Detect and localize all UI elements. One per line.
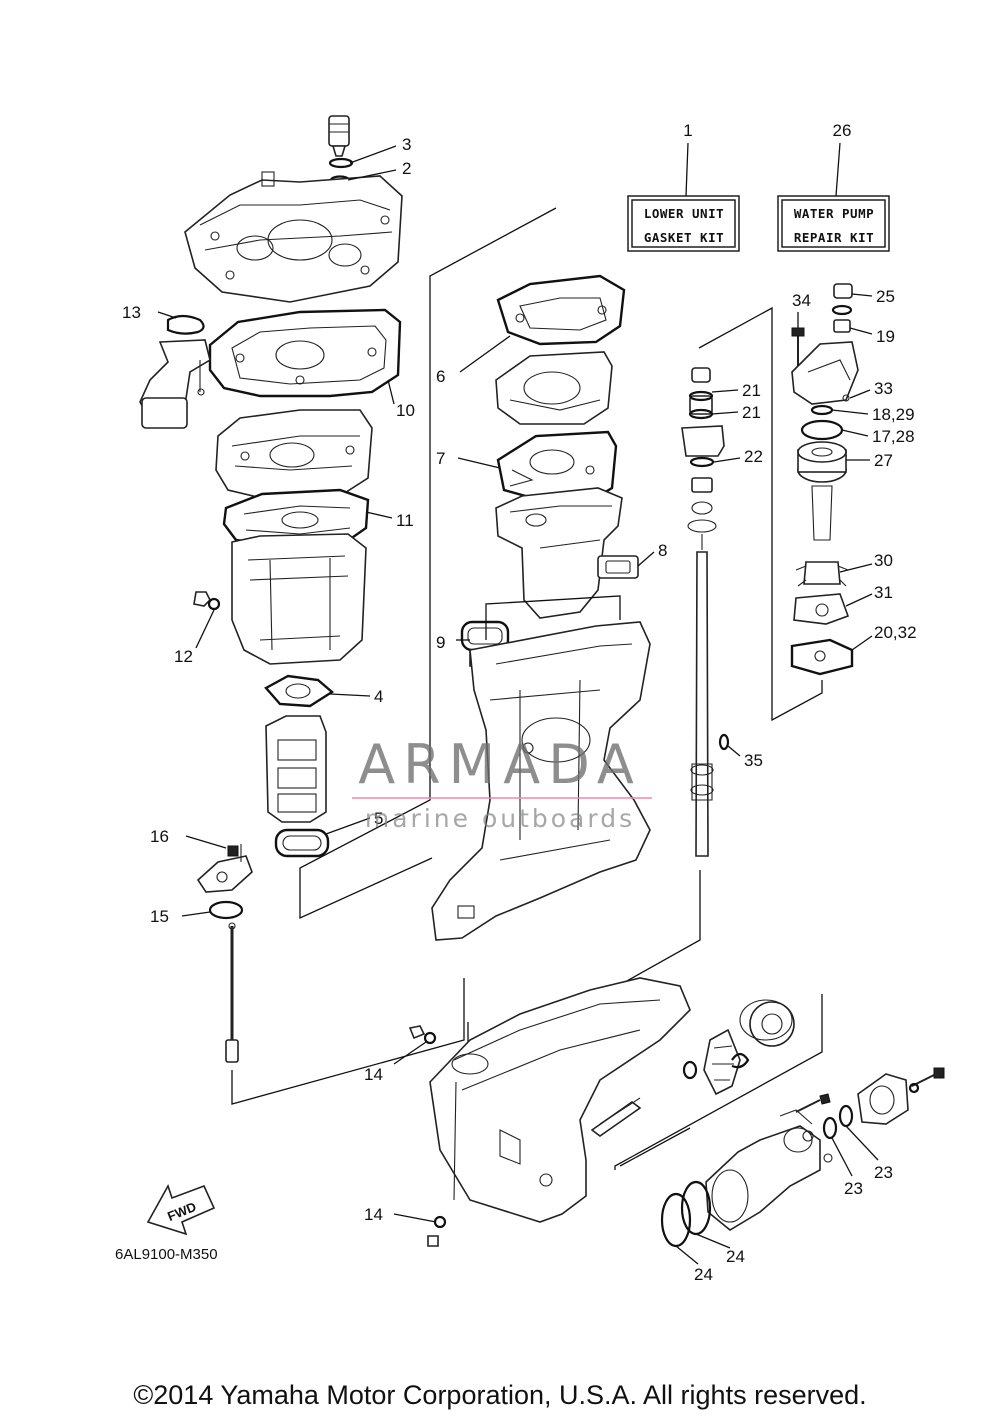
kit-line-1: WATER PUMP (794, 206, 874, 221)
callout: 9 (436, 633, 445, 652)
callout: 2 (402, 159, 411, 178)
cover-16 (196, 844, 253, 893)
exhaust-seal-5 (274, 828, 330, 858)
diagram-reference-code: 6AL9100-M350 (115, 1246, 218, 1263)
callout: 26 (833, 121, 852, 140)
callout: 19 (876, 327, 895, 346)
watermark-brand: ARMADA (358, 733, 642, 796)
exhaust-muffler (265, 715, 327, 823)
kit-box-lower-unit: LOWER UNIT GASKET KIT (627, 195, 740, 252)
clip-35 (718, 733, 730, 751)
callout: 14 (364, 1205, 383, 1224)
callout: 34 (792, 291, 811, 310)
kit-line-2: REPAIR KIT (794, 230, 874, 245)
assembly-frames (231, 207, 823, 1170)
o-ring-3 (328, 157, 354, 169)
kit-line-1: LOWER UNIT (644, 206, 724, 221)
callout: 10 (396, 401, 415, 420)
gearcase (429, 977, 691, 1223)
callout: 11 (396, 511, 414, 530)
callout: 4 (374, 687, 383, 706)
bracket-9 (485, 595, 621, 640)
gasket-10 (208, 308, 402, 398)
callout: 6 (436, 367, 445, 386)
leader-lines (157, 145, 879, 1265)
callout: 21 (742, 403, 761, 422)
fwd-arrow-icon: FWD (146, 1184, 216, 1236)
callout: 1 (683, 121, 692, 140)
o-ring-24b (680, 1180, 712, 1236)
damper-8 (597, 555, 639, 579)
callout: 33 (874, 379, 893, 398)
oil-seal-23a (822, 1116, 838, 1140)
water-screw-14a (408, 1025, 437, 1045)
callout: 15 (150, 907, 169, 926)
upper-case (495, 487, 623, 619)
gasket-7 (496, 430, 618, 502)
water-pump (790, 283, 859, 676)
callout: 31 (874, 583, 893, 602)
callout: 5 (374, 809, 383, 828)
oil-seal-23b (838, 1104, 854, 1128)
oil-strainer (139, 314, 211, 429)
exhaust-plate (495, 351, 613, 425)
drive-shaft (681, 367, 725, 857)
callout: 18,29 (872, 405, 915, 424)
gasket-11 (222, 488, 370, 548)
callout: 23 (844, 1179, 863, 1198)
driveshaft-housing (431, 621, 651, 941)
callout: 23 (874, 1163, 893, 1182)
exhaust-guide (215, 409, 373, 501)
callout: 17,28 (872, 427, 915, 446)
o-ring-24a (660, 1192, 692, 1248)
water-tube (225, 922, 239, 1063)
drain-bolt-12 (193, 591, 221, 611)
callout-numbers: 1 26 3 2 13 6 10 7 11 8 9 12 4 5 16 15 3… (122, 121, 917, 1284)
callout: 13 (122, 303, 141, 322)
callout: 21 (742, 381, 761, 400)
callout: 14 (364, 1065, 383, 1084)
gasket-6 (496, 274, 626, 346)
callout: 24 (726, 1247, 745, 1266)
kit-box-water-pump: WATER PUMP REPAIR KIT (777, 195, 890, 252)
bearing-housing (705, 1093, 833, 1231)
callout: 27 (874, 451, 893, 470)
bearing-cap (857, 1067, 945, 1125)
propeller-shaft (590, 999, 795, 1137)
upper-casing (184, 171, 403, 303)
sensor-plug (328, 115, 350, 157)
copyright-notice: ©2014 Yamaha Motor Corporation, U.S.A. A… (133, 1380, 867, 1410)
gasket-4 (264, 674, 335, 708)
watermark-tagline: marine outboards (364, 804, 636, 833)
callout: 35 (744, 751, 763, 770)
watermark-divider (352, 797, 652, 799)
leader-1 (685, 142, 689, 197)
callout: 16 (150, 827, 169, 846)
callout: 3 (402, 135, 411, 154)
callout: 20,32 (874, 623, 917, 642)
kit-line-2: GASKET KIT (644, 230, 724, 245)
callout: 12 (174, 647, 193, 666)
callout: 22 (744, 447, 763, 466)
o-ring-15 (208, 900, 244, 920)
callout: 30 (874, 551, 893, 570)
oil-pan (231, 533, 367, 665)
callout: 25 (876, 287, 895, 306)
leader-26 (835, 142, 841, 197)
callout: 24 (694, 1265, 713, 1284)
callout: 8 (658, 541, 667, 560)
callout: 7 (436, 449, 445, 468)
